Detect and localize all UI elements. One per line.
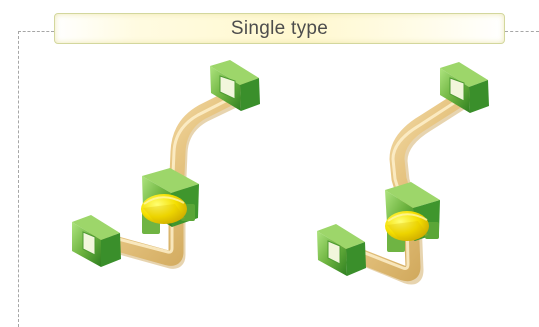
valve-left [141, 168, 199, 234]
section-title-tab: Single type [54, 13, 505, 44]
single-type-diagram-right [286, 58, 526, 320]
frame-top-left-line [18, 31, 54, 32]
single-type-diagram-left [44, 58, 284, 320]
frame-top-right-line [505, 31, 539, 32]
section-title: Single type [55, 18, 504, 40]
frame-left-line [18, 31, 19, 327]
bottom-bracket-left [72, 215, 121, 267]
bottom-bracket-right [317, 224, 366, 276]
